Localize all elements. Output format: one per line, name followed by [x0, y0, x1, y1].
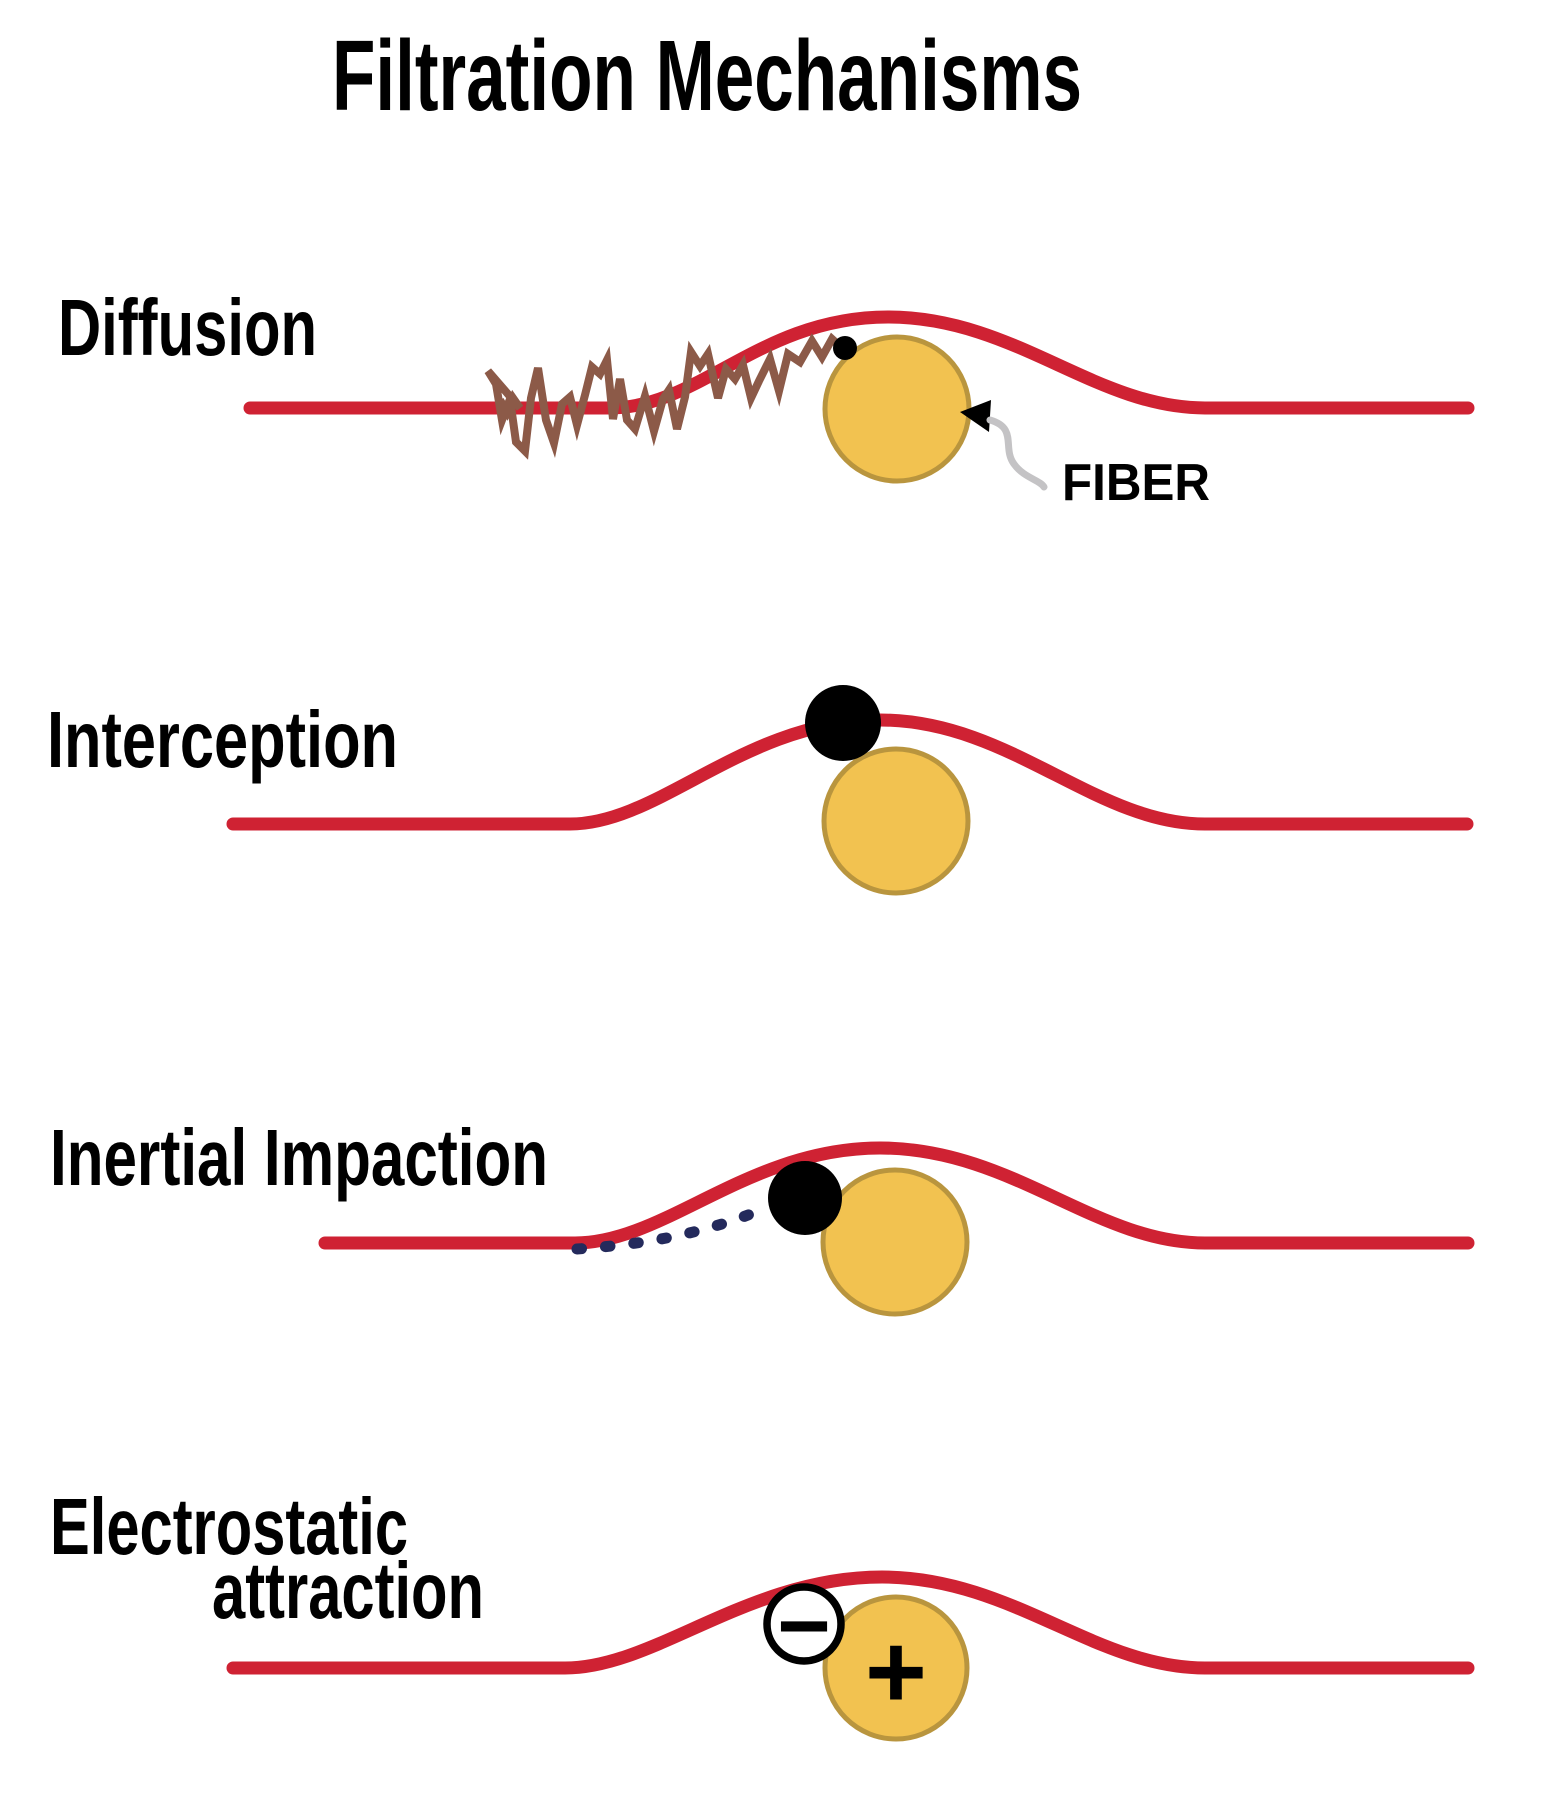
fiber-circle	[822, 1594, 970, 1742]
negative-particle-circle	[763, 1583, 845, 1665]
inertial-impaction-section: Inertial Impaction	[50, 1113, 1475, 1317]
particle-dot	[833, 336, 857, 360]
electrostatic-label-line1: Electrostatic	[50, 1482, 408, 1571]
fiber-leader-line	[986, 416, 1048, 491]
streamline-path	[318, 1141, 1475, 1250]
fiber-arrowhead-icon	[960, 400, 991, 432]
fiber-label: FIBER	[1062, 454, 1210, 512]
particle-dot	[805, 685, 881, 761]
interception-section: Interception	[47, 685, 1474, 896]
page-title: Filtration Mechanisms	[332, 20, 1082, 132]
inertial-impaction-label: Inertial Impaction	[50, 1113, 548, 1202]
diffusion-label: Diffusion	[58, 283, 317, 372]
plus-charge-label: +	[865, 1613, 927, 1731]
fiber-circle	[821, 746, 971, 896]
diffusion-section: Diffusion FIBER	[58, 283, 1475, 512]
electrostatic-label-line2: attraction	[212, 1546, 484, 1635]
streamline-path	[226, 1570, 1475, 1675]
particle-dot	[768, 1161, 842, 1235]
streamline-path	[243, 310, 1475, 415]
interception-label: Interception	[47, 695, 398, 784]
electrostatic-section: Electrostatic attraction + −	[50, 1482, 1475, 1742]
fiber-circle	[820, 1167, 970, 1317]
trajectory-dashed-path	[571, 1202, 772, 1255]
brownian-motion-path	[484, 332, 846, 460]
minus-charge-label: −	[777, 1575, 831, 1677]
